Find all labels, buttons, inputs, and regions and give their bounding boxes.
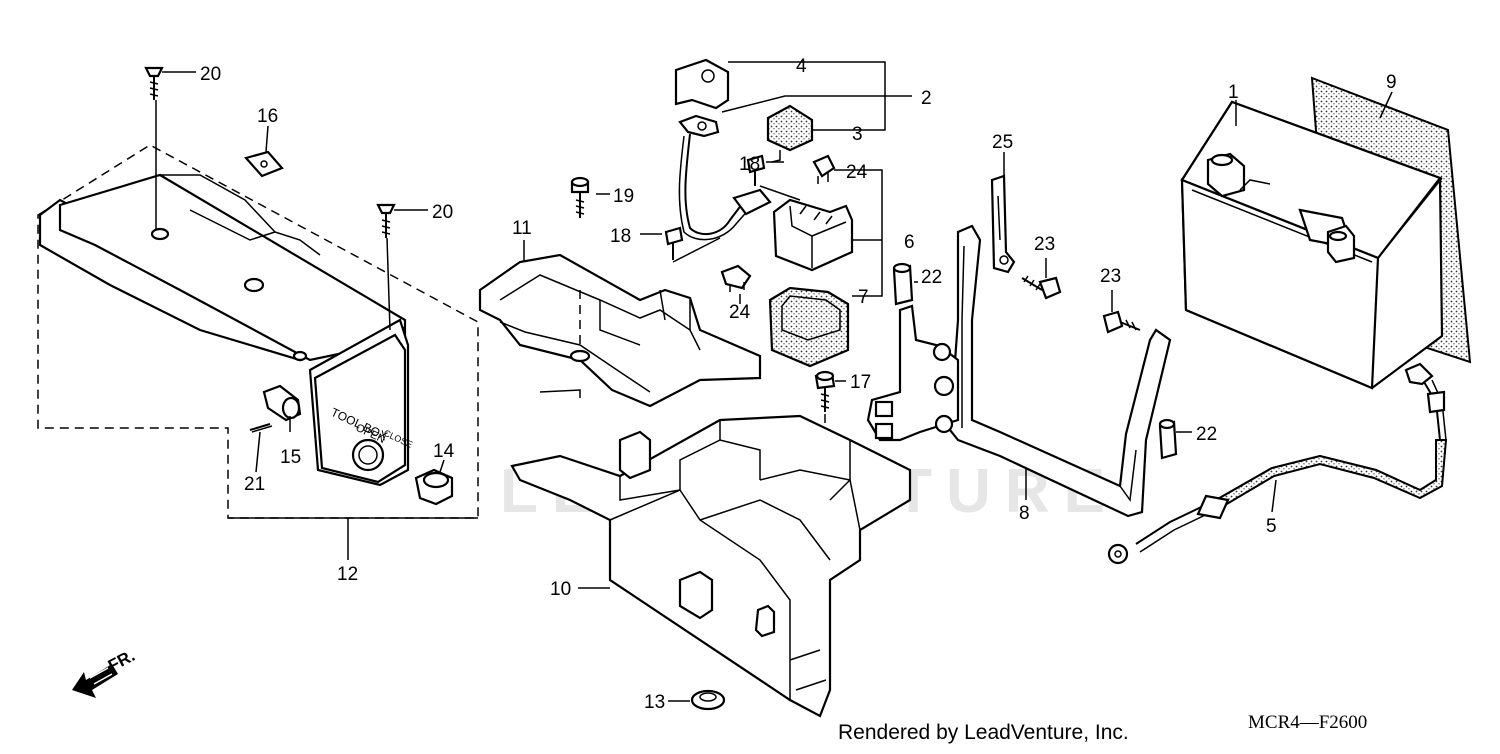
callout-3: 3 — [852, 124, 863, 145]
callout-11: 11 — [512, 218, 532, 239]
callout-9: 9 — [1386, 72, 1397, 93]
callout-4: 4 — [796, 56, 807, 77]
callout-15: 15 — [280, 447, 301, 468]
negative-cable-5 — [1107, 362, 1448, 565]
callout-1: 1 — [1228, 82, 1239, 103]
starter-relay-group — [664, 58, 854, 520]
callout-24-upper: 24 — [846, 162, 868, 183]
callout-12: 12 — [337, 564, 358, 585]
callout-18-lower: 18 — [610, 226, 631, 247]
callout-16: 16 — [257, 106, 278, 127]
callout-20-left: 20 — [200, 64, 221, 85]
callout-labels: 1 2 3 4 5 6 7 8 9 10 11 12 13 14 15 16 1… — [200, 56, 1397, 713]
battery-box-10 — [510, 414, 912, 718]
callout-22-left: 22 — [921, 267, 942, 288]
callout-22-right: 22 — [1196, 424, 1217, 445]
battery-case-11 — [478, 176, 762, 408]
callout-10: 10 — [550, 579, 571, 600]
battery-bracket-8 — [866, 174, 1178, 518]
footer-credit: Rendered by LeadVenture, Inc. — [838, 721, 1129, 744]
callout-7: 7 — [858, 287, 869, 308]
callout-2: 2 — [921, 88, 932, 109]
callout-8: 8 — [1019, 503, 1030, 524]
front-direction-indicator: FR. — [72, 646, 138, 698]
battery-1 — [1180, 76, 1472, 390]
callout-6: 6 — [904, 232, 915, 253]
callout-5: 5 — [1266, 516, 1277, 537]
callout-19: 19 — [613, 186, 634, 207]
callout-18-upper: 18 — [739, 154, 760, 175]
diagram-code: MCR4—F2600 — [1248, 712, 1367, 733]
callout-13: 13 — [644, 692, 665, 713]
callout-23-left: 23 — [1034, 234, 1055, 255]
callout-25: 25 — [992, 132, 1013, 153]
toolbox-cover-assembly: TOOL BOX OPEN CLOSE — [37, 66, 479, 519]
callout-24-lower: 24 — [729, 302, 751, 323]
leader-lines — [162, 61, 1393, 702]
callout-17: 17 — [850, 372, 871, 393]
callout-21: 21 — [244, 474, 265, 495]
callout-14: 14 — [433, 441, 455, 462]
callout-20-right: 20 — [432, 202, 453, 223]
callout-23-right: 23 — [1100, 266, 1121, 287]
